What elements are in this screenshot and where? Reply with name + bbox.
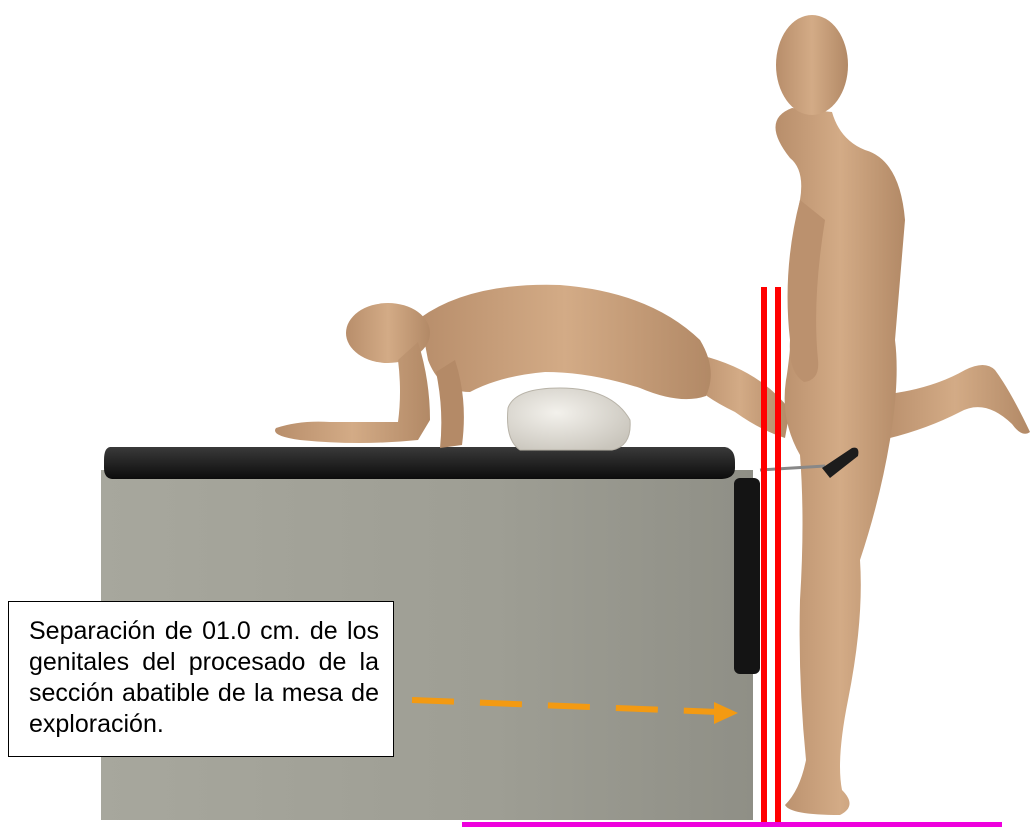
patient-head xyxy=(346,303,430,363)
annotation-text: Separación de 01.0 cm. de los genitales … xyxy=(29,617,379,738)
patient-arm xyxy=(275,342,430,443)
patient-torso xyxy=(420,284,711,400)
floor-line xyxy=(462,822,1002,827)
reference-line-left xyxy=(761,287,767,827)
examiner-head xyxy=(776,15,848,115)
reference-lines xyxy=(462,287,1002,827)
examiner-arm xyxy=(787,200,825,382)
dashed-arrow-right-icon xyxy=(411,697,738,724)
examiner-raised-leg xyxy=(880,365,1030,440)
reference-line-right xyxy=(775,287,781,827)
pillow xyxy=(507,387,631,451)
patient-arm-back xyxy=(436,360,464,448)
probe-device xyxy=(759,447,859,478)
annotation-callout: Separación de 01.0 cm. de los genitales … xyxy=(8,601,394,757)
foldable-section xyxy=(734,478,760,674)
table-pad xyxy=(104,447,735,479)
examiner-figure xyxy=(775,15,1030,815)
